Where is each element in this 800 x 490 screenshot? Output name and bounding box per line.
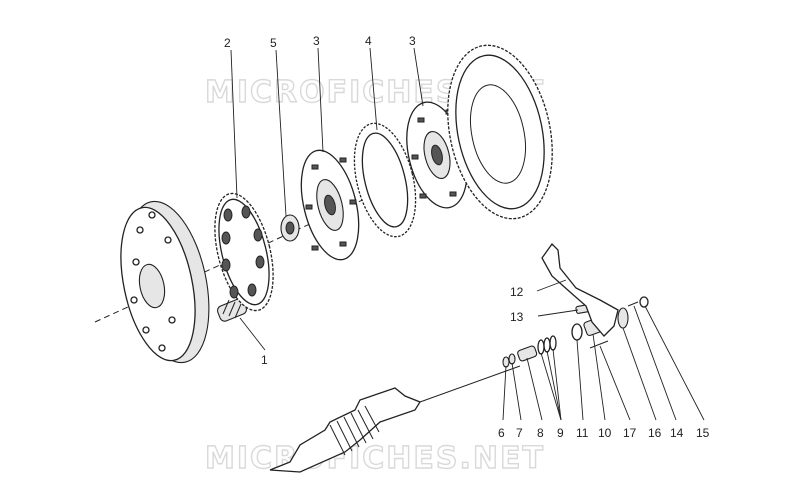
callout-7: 7 (516, 426, 523, 440)
callout-3-second: 3 (409, 34, 416, 48)
washer-part-14 (627, 301, 639, 307)
callout-9: 9 (557, 426, 564, 440)
ring-gear (447, 44, 553, 220)
watermark-bottom: MICROFICHES.NET (205, 441, 545, 476)
washers-part-9 (537, 335, 557, 355)
washer-part-11 (571, 323, 583, 341)
pin-washers-part-6-7 (502, 353, 516, 368)
pin-part-16 (617, 307, 629, 329)
friction-disc-part-3-first (300, 149, 360, 261)
callout-16: 16 (648, 426, 662, 440)
callout-10: 10 (598, 426, 612, 440)
pressure-plate-part-2 (214, 192, 274, 312)
callout-6: 6 (498, 426, 505, 440)
leader-lines (230, 47, 705, 421)
hub-part-5 (280, 214, 300, 242)
callout-12: 12 (510, 285, 524, 299)
callout-11: 11 (576, 426, 589, 440)
callout-1: 1 (261, 353, 268, 367)
steel-plate-part-4 (353, 122, 417, 238)
pin-part-17 (589, 340, 609, 349)
callout-2: 2 (224, 36, 231, 50)
callout-8: 8 (537, 426, 544, 440)
callout-15: 15 (696, 426, 710, 440)
input-shaft (269, 365, 521, 473)
callout-17: 17 (623, 426, 637, 440)
flywheel-housing (120, 200, 210, 364)
clutch-lever-part-12 (541, 242, 619, 337)
plunger-part-8 (517, 345, 538, 362)
callout-3-first: 3 (313, 34, 320, 48)
callout-5: 5 (270, 36, 277, 50)
callout-4: 4 (365, 34, 372, 48)
callout-13: 13 (510, 310, 524, 324)
circlip-part-15 (639, 296, 649, 308)
callout-14: 14 (670, 426, 684, 440)
